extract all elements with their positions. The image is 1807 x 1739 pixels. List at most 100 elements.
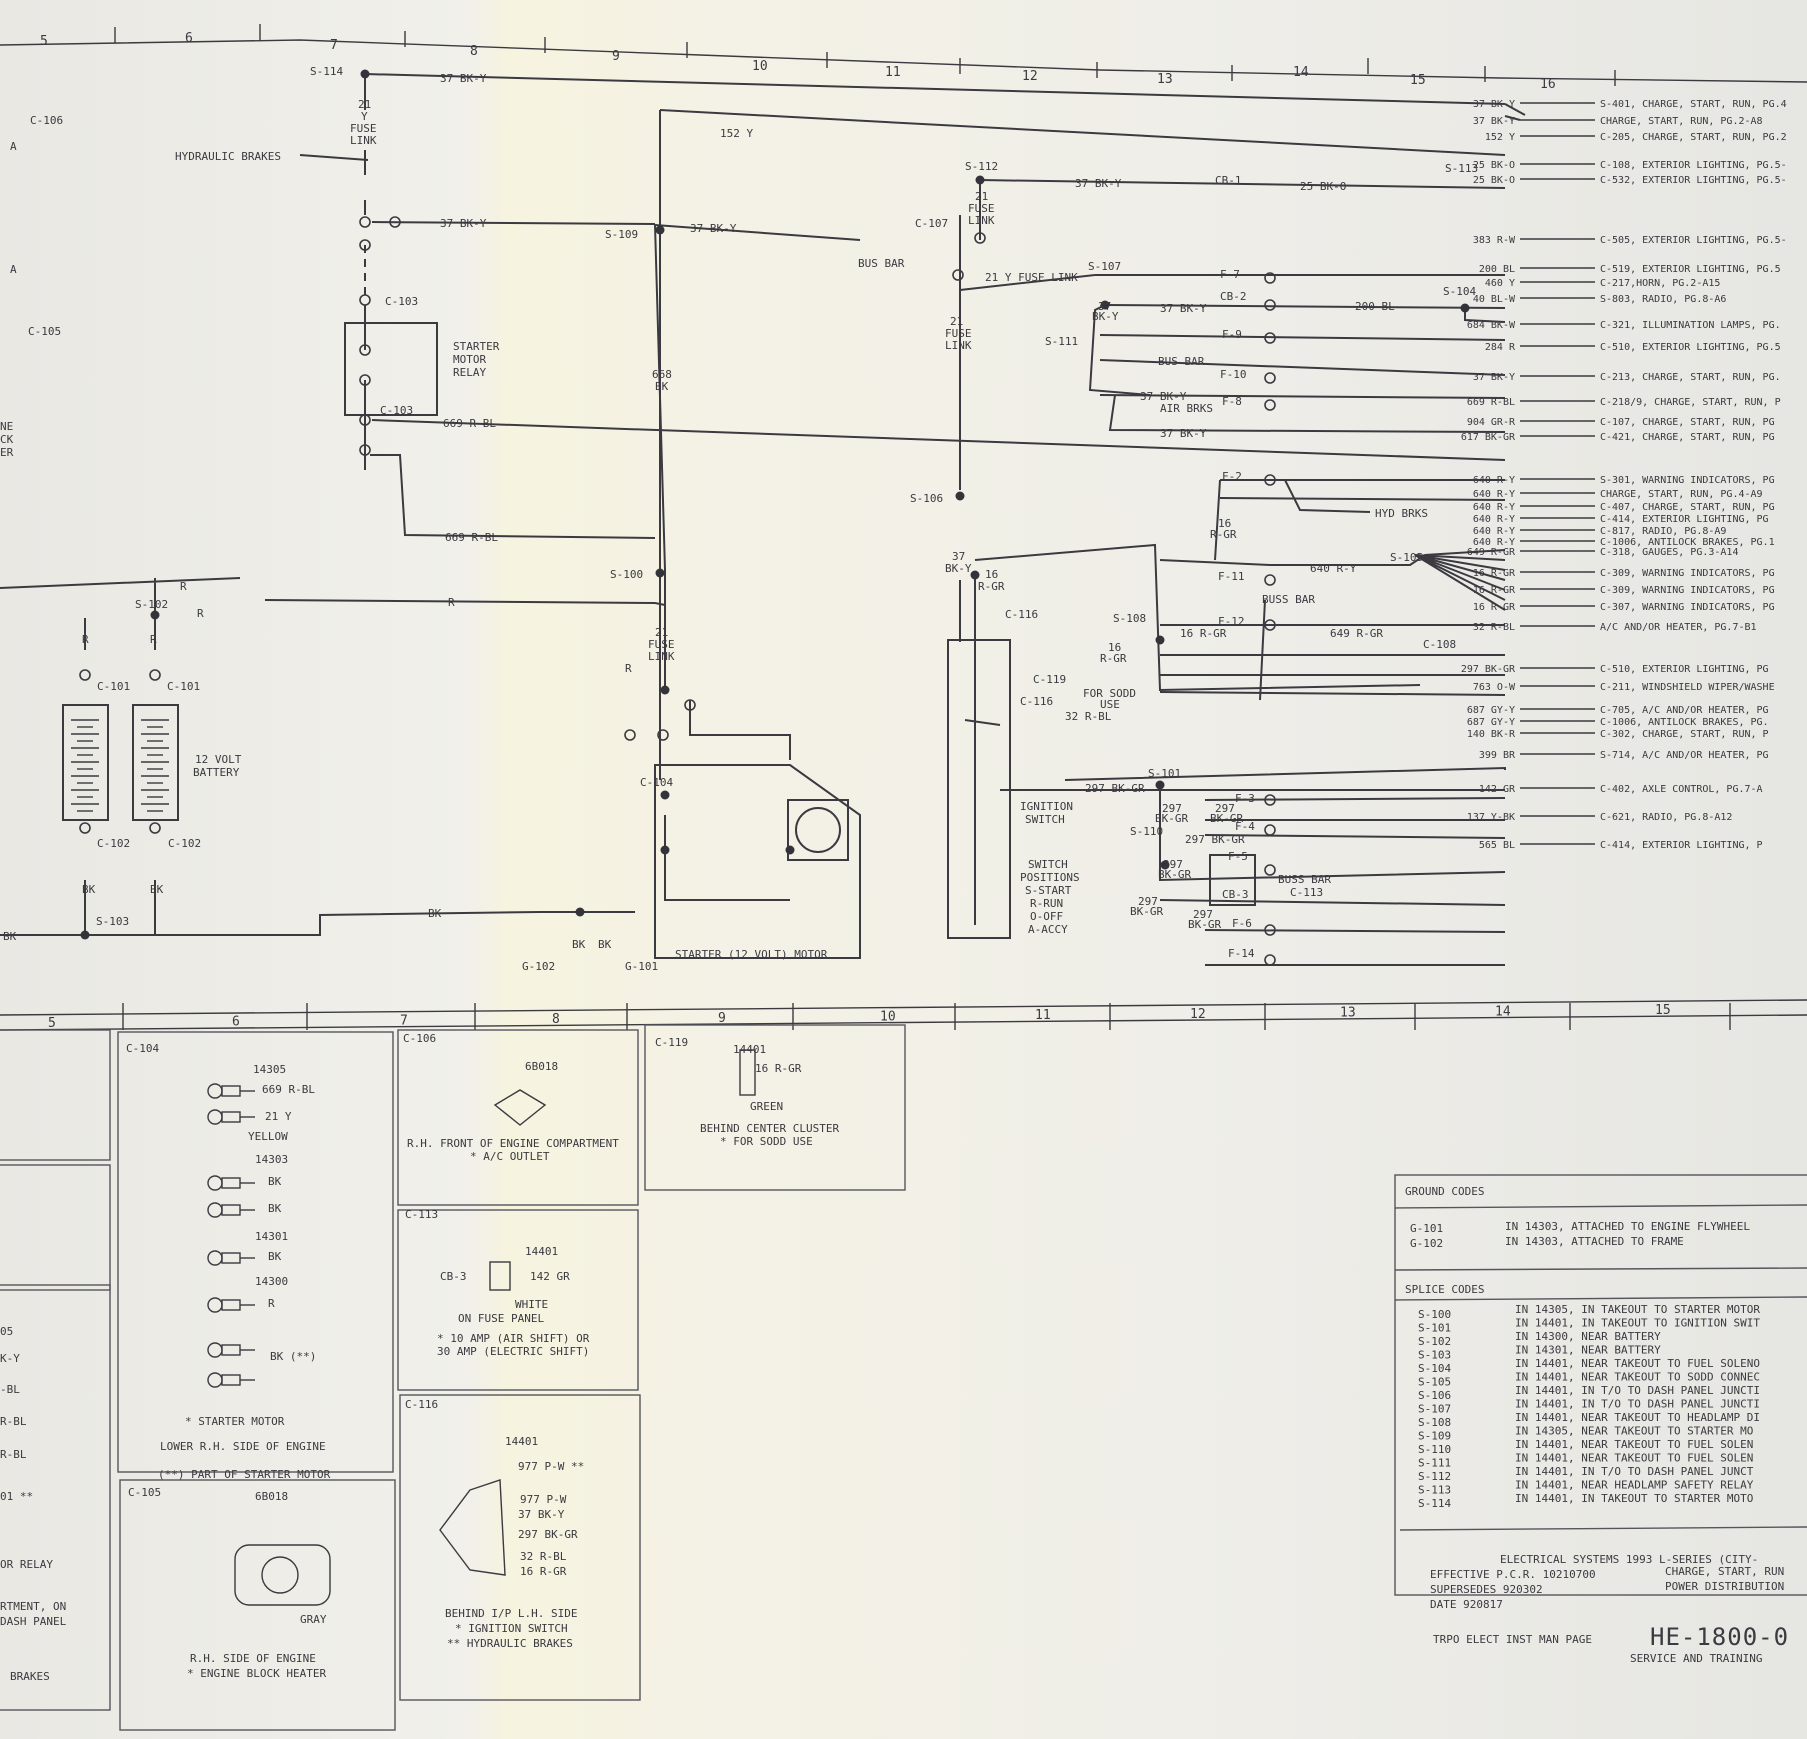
splice-dot bbox=[1160, 860, 1170, 870]
connector-note: C-104 bbox=[126, 1042, 159, 1055]
wire-label: S-107 bbox=[1088, 260, 1121, 273]
wire-label: F-6 bbox=[1232, 917, 1252, 930]
wire-destination: C-309, WARNING INDICATORS, PG bbox=[1600, 585, 1775, 596]
connector-note: 14401 bbox=[733, 1043, 766, 1056]
wire-label: O-OFF bbox=[1030, 910, 1063, 923]
wire-destination: C-705, A/C AND/OR HEATER, PG bbox=[1600, 705, 1769, 716]
wire-label: BUS BAR bbox=[858, 257, 905, 270]
wire-code: 640 R-Y bbox=[1473, 489, 1515, 500]
splice-codes-header: SPLICE CODES bbox=[1405, 1283, 1484, 1296]
wire-destination: C-532, EXTERIOR LIGHTING, PG.5- bbox=[1600, 175, 1787, 186]
title-page-number: HE-1800-0 bbox=[1650, 1623, 1789, 1651]
zone-number-top: 12 bbox=[1022, 69, 1038, 84]
wire-label: A bbox=[10, 140, 17, 153]
wire-label: Y bbox=[361, 110, 368, 123]
wire-label: S-102 bbox=[135, 598, 168, 611]
connector-note: K-Y bbox=[0, 1352, 20, 1365]
wire-label: FOR SODD bbox=[1083, 687, 1136, 700]
wire-code: 152 Y bbox=[1485, 132, 1515, 143]
wire-code: 640 R-Y bbox=[1473, 475, 1515, 486]
wire-label: C-103 bbox=[380, 404, 413, 417]
wire-destination: C-519, EXTERIOR LIGHTING, PG.5 bbox=[1600, 264, 1781, 275]
connector-note: 21 Y bbox=[265, 1110, 292, 1123]
terminal-circle bbox=[1264, 332, 1276, 344]
splice-code: S-107 bbox=[1418, 1403, 1451, 1416]
wire-code: 137 Y-BK bbox=[1467, 812, 1515, 823]
connector-note: 16 R-GR bbox=[520, 1565, 567, 1578]
wire-label: IGNITION bbox=[1020, 800, 1073, 813]
wire-label: 37 BK-Y bbox=[1160, 427, 1207, 440]
zone-number-bottom: 5 bbox=[48, 1016, 56, 1031]
wire-label: SWITCH bbox=[1028, 858, 1068, 871]
wire-label: HYDRAULIC BRAKES bbox=[175, 150, 281, 163]
wire-label: F-11 bbox=[1218, 570, 1245, 583]
title-subject: CHARGE, START, RUN bbox=[1665, 1565, 1784, 1578]
zone-number-top: 14 bbox=[1293, 65, 1309, 80]
splice-code-desc: IN 14401, IN T/O TO DASH PANEL JUNCT bbox=[1515, 1465, 1754, 1478]
connector-note: -BL bbox=[0, 1383, 20, 1396]
splice-code-desc: IN 14401, IN TAKEOUT TO IGNITION SWIT bbox=[1515, 1317, 1760, 1330]
wire-label: R-GR bbox=[1100, 652, 1127, 665]
wire-label: F-9 bbox=[1222, 328, 1242, 341]
splice-dot bbox=[660, 790, 670, 800]
splice-dots bbox=[79, 69, 1470, 966]
terminal-circle bbox=[1264, 864, 1276, 876]
wire-label: R bbox=[150, 633, 157, 646]
wire-label: 669 R-BL bbox=[443, 417, 496, 430]
wire-label: 297 bbox=[1193, 908, 1213, 921]
wire-code: 140 BK-R bbox=[1467, 729, 1516, 740]
connector-note: * ENGINE BLOCK HEATER bbox=[187, 1667, 326, 1680]
splice-code-desc: IN 14401, NEAR TAKEOUT TO SODD CONNEC bbox=[1515, 1371, 1760, 1384]
wire-code: 200 BL bbox=[1479, 264, 1515, 275]
title-date: DATE 920817 bbox=[1430, 1598, 1503, 1611]
wire-destination: C-407, CHARGE, START, RUN, PG bbox=[1600, 502, 1775, 513]
wire-label: F-3 bbox=[1235, 792, 1255, 805]
wire-label: C-106 bbox=[30, 114, 63, 127]
splice-code-desc: IN 14401, NEAR TAKEOUT TO FUEL SOLEN bbox=[1515, 1452, 1753, 1465]
wire-label: C-102 bbox=[97, 837, 130, 850]
wire-label: A-ACCY bbox=[1028, 923, 1068, 936]
splice-code-desc: IN 14300, NEAR BATTERY bbox=[1515, 1330, 1661, 1343]
zone-number-bottom: 13 bbox=[1340, 1006, 1356, 1021]
title-distribution: POWER DISTRIBUTION bbox=[1665, 1580, 1784, 1593]
wire-label: RELAY bbox=[453, 366, 486, 379]
wire-destination: C-1006, ANTILOCK BRAKES, PG.1 bbox=[1600, 537, 1775, 548]
title-effective: EFFECTIVE P.C.R. 10210700 bbox=[1430, 1568, 1596, 1581]
splice-code: S-113 bbox=[1418, 1484, 1451, 1497]
wire-label: F-12 bbox=[1218, 615, 1245, 628]
wire-code: 669 R-BL bbox=[1467, 397, 1515, 408]
splice-code: S-112 bbox=[1418, 1470, 1451, 1483]
splice-code-desc: IN 14305, NEAR TAKEOUT TO STARTER MO bbox=[1515, 1425, 1753, 1438]
connector-note: 977 P-W bbox=[520, 1493, 567, 1506]
splice-code: S-114 bbox=[1418, 1497, 1451, 1510]
wire-destination: C-1006, ANTILOCK BRAKES, PG. bbox=[1600, 717, 1769, 728]
wire-label: STARTER (12 VOLT) MOTOR bbox=[675, 948, 828, 961]
terminal-circle bbox=[684, 699, 696, 711]
connector-note: 977 P-W ** bbox=[518, 1460, 584, 1473]
connector-boxes bbox=[0, 1024, 1807, 1731]
wire-code: 640 R-Y bbox=[1473, 526, 1515, 537]
terminal-circle bbox=[149, 822, 161, 834]
connector-note: C-119 bbox=[655, 1036, 688, 1049]
wire-label: S-108 bbox=[1113, 612, 1146, 625]
wire-label: S-106 bbox=[910, 492, 943, 505]
splice-dot bbox=[1155, 780, 1165, 790]
connector-note: C-106 bbox=[403, 1032, 436, 1045]
terminal-circle bbox=[1264, 399, 1276, 411]
wire-code: 383 R-W bbox=[1473, 235, 1516, 246]
wire-code: 37 BK-Y bbox=[1473, 116, 1515, 127]
connector-note: BEHIND CENTER CLUSTER bbox=[700, 1122, 839, 1135]
terminal-circle bbox=[1264, 824, 1276, 836]
wire-label: LINK bbox=[648, 650, 675, 663]
wire-code: 617 BK-GR bbox=[1461, 432, 1516, 443]
zone-number-top: 6 bbox=[185, 31, 193, 46]
connector-note: 14401 bbox=[505, 1435, 538, 1448]
wire-destination: C-510, EXTERIOR LIGHTING, PG.5 bbox=[1600, 342, 1781, 353]
wire-label: FUSE bbox=[648, 638, 675, 651]
connector-note: (**) PART OF STARTER MOTOR bbox=[158, 1468, 331, 1481]
wire-destination: CHARGE, START, RUN, PG.4-A9 bbox=[1600, 489, 1763, 500]
zone-number-top: 16 bbox=[1540, 77, 1556, 92]
terminal-circle bbox=[359, 414, 371, 426]
